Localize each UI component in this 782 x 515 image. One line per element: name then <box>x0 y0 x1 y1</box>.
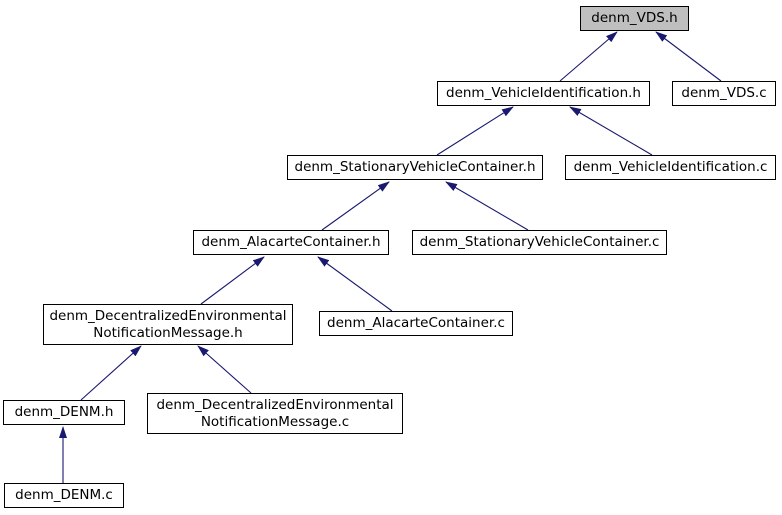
node-denm-alacartecontainer-c[interactable]: denm_AlacarteContainer.c <box>319 311 513 336</box>
node-denm-denm-c[interactable]: denm_DENM.c <box>4 483 124 508</box>
node-label: NotificationMessage.h <box>93 324 243 341</box>
edge-stationaryvehiclecontainer-h-to-vehicleidentification-h <box>436 106 514 156</box>
edge-vehicleidentification-h-to-vds-h <box>559 31 618 82</box>
node-denm-denm-h[interactable]: denm_DENM.h <box>3 400 125 425</box>
node-label: denm_AlacarteContainer.h <box>201 234 381 251</box>
node-denm-vehicleidentification-h[interactable]: denm_VehicleIdentification.h <box>437 81 650 106</box>
node-denm-vds-h: denm_VDS.h <box>580 6 689 31</box>
node-label: NotificationMessage.c <box>200 413 350 430</box>
node-label: denm_DENM.c <box>15 487 113 504</box>
node-label: denm_VDS.c <box>681 85 767 102</box>
node-denm-decentralizedenvironmentalnotificationmessage-h[interactable]: denm_DecentralizedEnvironmental Notifica… <box>43 304 293 345</box>
edge-decentralizedenvironmentalnotificationmessage-c-to-decentralizedenvironmentalnotificationmessage-h <box>197 345 252 394</box>
edge-stationaryvehiclecontainer-c-to-stationaryvehiclecontainer-h <box>445 181 529 231</box>
node-label: denm_StationaryVehicleContainer.h <box>294 159 536 176</box>
node-denm-alacartecontainer-h[interactable]: denm_AlacarteContainer.h <box>193 230 389 255</box>
node-denm-vds-c[interactable]: denm_VDS.c <box>672 81 776 106</box>
edge-vehicleidentification-c-to-vehicleidentification-h <box>569 106 653 156</box>
node-label: denm_VehicleIdentification.h <box>446 85 641 102</box>
node-label: denm_DecentralizedEnvironmental <box>156 397 394 413</box>
node-label: denm_DENM.h <box>14 404 114 421</box>
node-label: denm_StationaryVehicleContainer.c <box>419 234 660 251</box>
node-denm-stationaryvehiclecontainer-h[interactable]: denm_StationaryVehicleContainer.h <box>287 155 543 180</box>
edge-alacartecontainer-c-to-alacartecontainer-h <box>317 256 393 312</box>
node-label: denm_AlacarteContainer.c <box>327 315 505 332</box>
edge-alacartecontainer-h-to-stationaryvehiclecontainer-h <box>321 181 390 231</box>
node-denm-stationaryvehiclecontainer-c[interactable]: denm_StationaryVehicleContainer.c <box>412 230 667 255</box>
edge-decentralizedenvironmentalnotificationmessage-h-to-alacartecontainer-h <box>200 256 265 305</box>
node-denm-vehicleidentification-c[interactable]: denm_VehicleIdentification.c <box>565 155 776 180</box>
edge-denm-h-to-decentralizedenvironmentalnotificationmessage-h <box>80 345 142 401</box>
node-label: denm_VDS.h <box>591 10 678 27</box>
node-label: denm_VehicleIdentification.c <box>573 159 768 176</box>
node-label: denm_DecentralizedEnvironmental <box>49 308 287 324</box>
node-denm-decentralizedenvironmentalnotificationmessage-c[interactable]: denm_DecentralizedEnvironmental Notifica… <box>147 393 403 434</box>
edge-vds-c-to-vds-h <box>655 31 722 82</box>
